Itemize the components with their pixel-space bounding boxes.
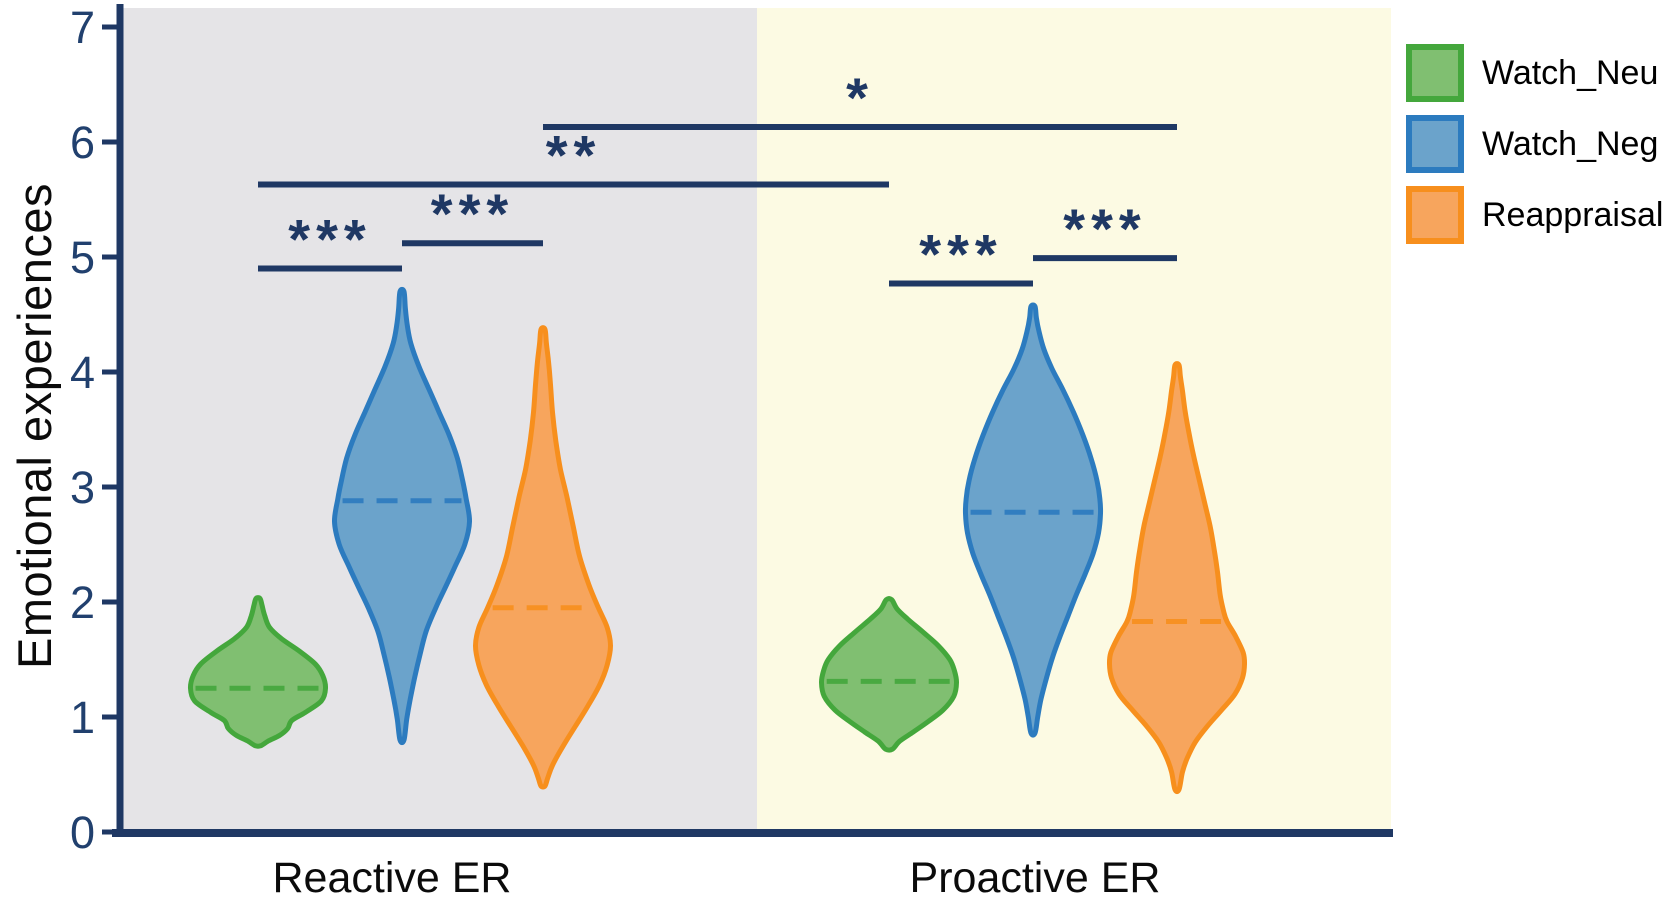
y-tick-label-7: 7 (70, 2, 95, 53)
legend-swatch-reappraisal (1406, 186, 1464, 244)
legend-label: Watch_Neg (1482, 124, 1659, 163)
y-tick-label-2: 2 (70, 577, 95, 628)
y-tick-label-3: 3 (70, 462, 95, 513)
y-tick-label-6: 6 (70, 117, 95, 168)
legend-swatch-watch_neu (1406, 44, 1464, 102)
significance-label-0: *** (288, 208, 371, 271)
legend-swatch-watch_neg (1406, 115, 1464, 173)
violin-reactive-watch_neg (331, 286, 473, 746)
y-tick-label-0: 0 (70, 807, 95, 858)
y-axis-title: Emotional experiences (8, 183, 61, 669)
y-tick-label-4: 4 (70, 347, 95, 398)
violin-proactive-watch_neg (962, 302, 1104, 738)
significance-label-3: * (846, 66, 874, 129)
legend-label: Watch_Neu (1482, 53, 1659, 92)
legend-item-watch_neu: Watch_Neu (1406, 44, 1663, 102)
legend-label: Reappraisal (1482, 195, 1664, 234)
significance-label-2: ** (546, 124, 602, 187)
x-category-label-proactive: Proactive ER (909, 854, 1161, 902)
legend-item-reappraisal: Reappraisal (1406, 186, 1663, 244)
y-tick-label-1: 1 (70, 692, 95, 743)
significance-label-1: *** (431, 182, 514, 245)
violin-reactive-reappraisal (473, 325, 613, 790)
significance-label-4: *** (919, 222, 1002, 285)
violin-proactive-reappraisal (1106, 361, 1248, 795)
violin-reactive-watch_neu (187, 595, 329, 749)
legend-item-watch_neg: Watch_Neg (1406, 115, 1663, 173)
y-tick-label-5: 5 (70, 232, 95, 283)
violin-proactive-watch_neu (818, 596, 960, 753)
x-category-label-reactive: Reactive ER (272, 854, 512, 902)
significance-label-5: *** (1063, 197, 1146, 260)
